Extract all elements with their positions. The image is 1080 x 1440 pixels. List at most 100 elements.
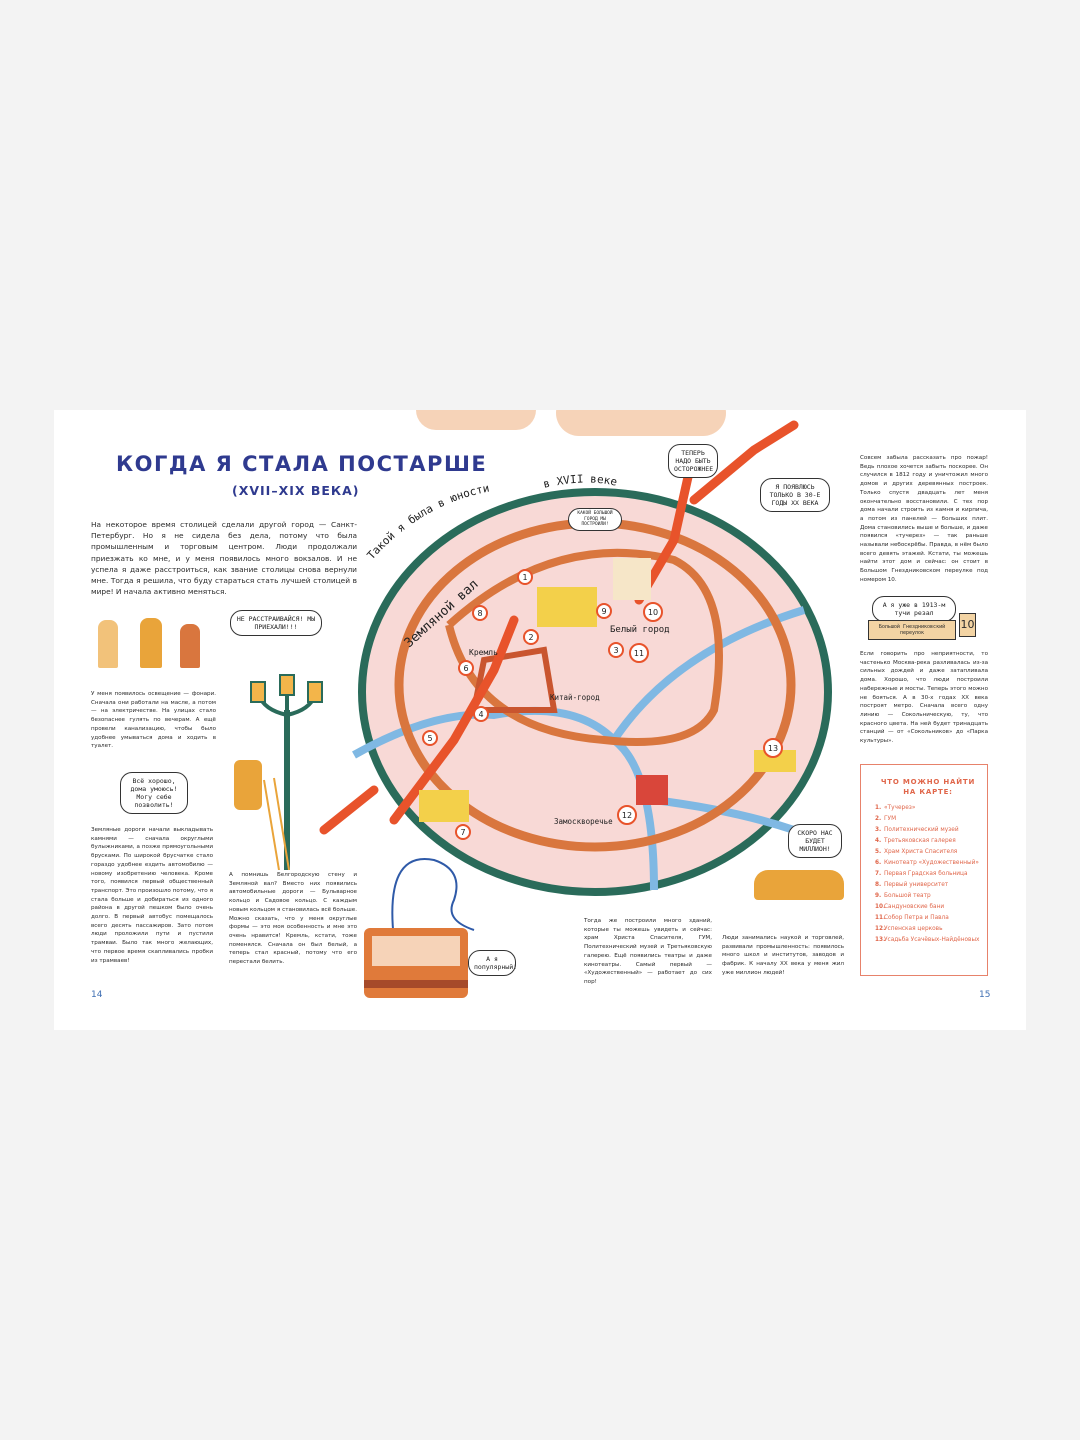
map-marker: 13 <box>763 738 783 758</box>
bely-gorod-wall <box>445 548 723 746</box>
first-gradskaya-hospital <box>419 790 469 822</box>
marker-number: 4 <box>478 710 483 719</box>
legend-label: Храм Христа Спасителя <box>884 849 958 855</box>
marker-number: 5 <box>427 734 432 743</box>
legend-item: 4.Третьяковская галерея <box>875 836 981 847</box>
legend-label: ГУМ <box>884 816 897 822</box>
legend-number: 9. <box>875 893 882 899</box>
marker-number: 12 <box>622 811 632 820</box>
street-sign: Большой Гнездниковский переулок <box>868 620 956 640</box>
legend-item: 3.Политехнический музей <box>875 825 981 836</box>
speech-bubble: Теперь надо быть осторожнее <box>668 444 718 478</box>
city-boundary-ring <box>358 488 832 896</box>
label-zamoskvorechye: Замоскворечье <box>554 817 613 826</box>
speech-bubble: Скоро нас будет миллион! <box>788 824 842 858</box>
legend-label: Первая Градская больница <box>884 871 968 877</box>
polytechnic-museum <box>613 558 651 600</box>
usachev-estate <box>754 750 796 772</box>
house-number-sign: 10 <box>959 613 976 637</box>
map-marker: 12 <box>617 805 637 825</box>
street-lamp-illustration <box>234 674 323 870</box>
map-marker: 7 <box>455 824 471 840</box>
map-marker: 8 <box>472 605 488 621</box>
intro-text: На некоторое время столицей сделали друг… <box>91 520 357 597</box>
buildings-text: Тогда же построили много зданий, которые… <box>584 918 712 985</box>
legend-number: 8. <box>875 882 882 888</box>
marker-number: 10 <box>648 608 658 617</box>
legend-label: Первый университет <box>884 882 949 888</box>
legend-number: 7. <box>875 871 882 877</box>
walls-text: А помнишь Белгородскую стену и Земляной … <box>229 872 357 966</box>
legend-number: 12. <box>875 926 886 932</box>
cloud-illustration <box>416 410 536 430</box>
legend-label: «Тучерез» <box>884 805 916 811</box>
map-marker: 4 <box>473 706 489 722</box>
map-legend: ЧТО МОЖНО НАЙТИ НА КАРТЕ: 1.«Тучерез»2.Г… <box>860 764 988 976</box>
legend-item: 2.ГУМ <box>875 814 981 825</box>
river-text: Если говорить про неприятности, то часте… <box>860 651 988 745</box>
legend-number: 5. <box>875 849 882 855</box>
metro-line <box>319 420 799 835</box>
legend-number: 1. <box>875 805 882 811</box>
legend-item: 9.Большой театр <box>875 891 981 902</box>
label-kitay-gorod: Китай-город <box>550 693 600 702</box>
marker-number: 8 <box>477 609 482 618</box>
marker-number: 2 <box>528 633 533 642</box>
legend-item: 12.Успенская церковь <box>875 924 981 935</box>
legend-label: Усадьба Усачёвых-Найдёновых <box>884 937 980 943</box>
tram-illustration <box>364 858 475 998</box>
book-spread: КОГДА Я СТАЛА ПОСТАРШЕ (XVII–XIX ВЕКА) Н… <box>54 410 1026 1030</box>
label-bely-gorod: Белый город <box>610 625 670 635</box>
map-marker: 9 <box>596 603 612 619</box>
legend-item: 7.Первая Градская больница <box>875 869 981 880</box>
legend-item: 8.Первый университет <box>875 880 981 891</box>
science-text: Люди занимались наукой и торговлей, разв… <box>722 935 844 976</box>
speech-bubble: А я популярный! <box>468 950 517 976</box>
legend-number: 6. <box>875 860 882 866</box>
legend-title: ЧТО МОЖНО НАЙТИ НА КАРТЕ: <box>880 778 976 796</box>
roads-text: Земляные дороги начали выкладывать камня… <box>91 827 213 964</box>
lighting-text: У меня появилось освещение — фонари. Сна… <box>91 691 216 750</box>
legend-number: 11. <box>875 915 886 921</box>
page-subtitle: (XVII–XIX ВЕКА) <box>232 483 360 498</box>
page-number-left: 14 <box>91 990 103 1000</box>
map-marker: 3 <box>608 642 624 658</box>
map-marker: 11 <box>629 643 649 663</box>
marker-number: 3 <box>613 646 618 655</box>
legend-number: 10. <box>875 904 886 910</box>
legend-label: Сандуновские бани <box>884 904 945 910</box>
map-arc-label: в XVII веке <box>542 472 618 490</box>
legend-number: 4. <box>875 838 882 844</box>
svg-text:в XVII веке: в XVII веке <box>542 472 618 490</box>
marker-number: 1 <box>522 573 527 582</box>
speech-bubble: Не расстраивайся! Мы приехали!!! <box>230 610 322 636</box>
marker-number: 13 <box>768 744 778 753</box>
legend-item: 1.«Тучерез» <box>875 803 981 814</box>
legend-item: 6.Кинотеатр «Художественный» <box>875 858 981 869</box>
legend-number: 2. <box>875 816 882 822</box>
speech-bubble: А я уже в 1913-м тучи резал <box>872 596 956 622</box>
marker-number: 7 <box>460 828 465 837</box>
legend-number: 13. <box>875 937 886 943</box>
legend-label: Успенская церковь <box>884 926 943 932</box>
legend-number: 3. <box>875 827 882 833</box>
people-illustration <box>90 610 210 670</box>
map-marker: 6 <box>458 660 474 676</box>
page-title: КОГДА Я СТАЛА ПОСТАРШЕ <box>116 452 488 476</box>
map-marker: 10 <box>643 602 663 622</box>
map-marker: 1 <box>517 569 533 585</box>
cloud-illustration <box>556 410 726 436</box>
bolshoi-theatre <box>537 587 597 627</box>
speech-bubble: Какой большой город мы построили! <box>568 508 622 531</box>
legend-item: 10.Сандуновские бани <box>875 902 981 913</box>
marker-number: 9 <box>601 607 606 616</box>
speech-bubble: Всё хорошо, дома умоюсь! Могу себе позво… <box>120 772 188 814</box>
speech-bubble: Я появлюсь только в 30-е годы XX века <box>760 478 830 512</box>
legend-label: Большой театр <box>884 893 931 899</box>
fire-text: Совсем забыла рассказать про пожар! Ведь… <box>860 455 988 583</box>
legend-label: Собор Петра и Павла <box>884 915 949 921</box>
legend-item: 5.Храм Христа Спасителя <box>875 847 981 858</box>
legend-label: Третьяковская галерея <box>884 838 956 844</box>
map-marker: 5 <box>422 730 438 746</box>
uspenskaya-church <box>636 775 668 805</box>
